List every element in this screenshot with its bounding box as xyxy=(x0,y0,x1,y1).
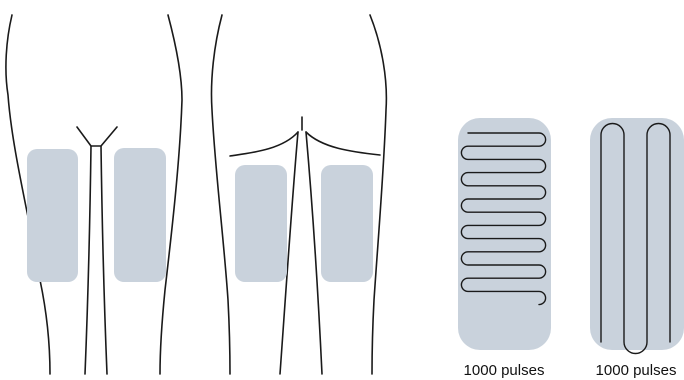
pattern-horizontal: 1000 pulses xyxy=(458,118,551,379)
back-left-leg-outline xyxy=(211,15,230,374)
front-right-thigh-zone xyxy=(114,148,166,282)
pattern-horizontal-zone xyxy=(458,118,551,350)
front-inner-left-leg xyxy=(85,146,91,374)
front-left-thigh-zone xyxy=(27,149,78,282)
front-inner-right-leg xyxy=(101,146,107,374)
left-gluteal-fold xyxy=(230,132,298,156)
back-left-thigh-zone xyxy=(235,165,287,282)
front-crotch-outline xyxy=(77,127,117,146)
pattern-vertical: 1000 pulses xyxy=(590,118,684,379)
legs-front-view xyxy=(6,15,182,374)
pattern-horizontal-caption: 1000 pulses xyxy=(464,362,545,379)
back-inner-right-leg xyxy=(306,132,322,374)
pattern-vertical-caption: 1000 pulses xyxy=(596,362,677,379)
legs-back-view xyxy=(211,15,386,374)
back-right-thigh-zone xyxy=(321,165,373,282)
right-gluteal-fold xyxy=(306,132,380,155)
